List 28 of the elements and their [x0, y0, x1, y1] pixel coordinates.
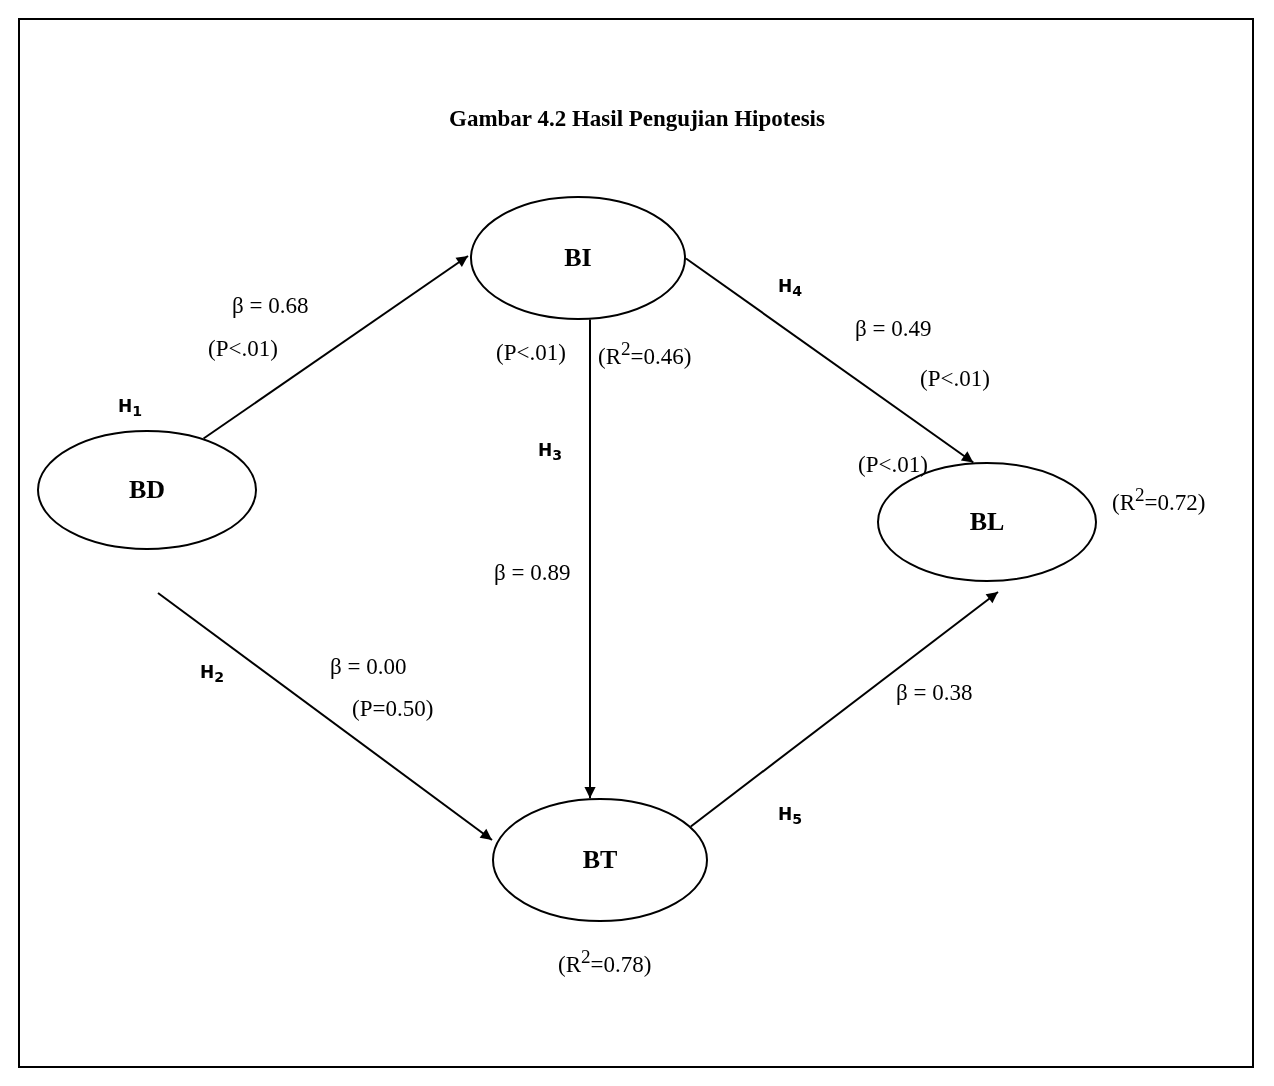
construct-label: BD — [127, 475, 167, 505]
r-squared-label: (R$^{2}$=0.78) — [558, 946, 652, 978]
path-arrow — [689, 591, 999, 828]
coefficient-label: β = 0.68 — [232, 293, 309, 319]
hypothesis-label: H$_{5}$ — [778, 804, 803, 828]
hypothesis-label: H$_{4}$ — [778, 276, 803, 300]
construct-label: BL — [968, 507, 1006, 537]
path-arrow — [202, 255, 469, 440]
coefficient-label: (P<.01) — [858, 452, 928, 478]
r-squared-label: (R$^{2}$=0.72) — [1112, 484, 1206, 516]
path-arrow — [685, 257, 975, 464]
coefficient-label: (P=0.50) — [352, 696, 434, 722]
coefficient-label: (P<.01) — [920, 366, 990, 392]
coefficient-label: (P<.01) — [496, 340, 566, 366]
path-arrow — [584, 318, 596, 800]
coefficient-label: β = 0.49 — [855, 316, 932, 342]
coefficient-label: β = 0.00 — [330, 654, 407, 680]
hypothesis-label: H$_{1}$ — [118, 396, 143, 420]
coefficient-label: (P<.01) — [208, 336, 278, 362]
coefficient-label: β = 0.38 — [896, 680, 973, 706]
r-squared-label: (R$^{2}$=0.46) — [598, 338, 692, 370]
hypothesis-label: H$_{3}$ — [538, 440, 563, 464]
hypothesis-label: H$_{2}$ — [200, 662, 225, 686]
path-arrow — [157, 592, 493, 841]
figure-title: Gambar 4.2 Hasil Pengujian Hipotesis — [448, 106, 826, 132]
construct-label: BI — [563, 243, 593, 273]
construct-label: BT — [581, 845, 619, 875]
coefficient-label: β = 0.89 — [494, 560, 571, 586]
